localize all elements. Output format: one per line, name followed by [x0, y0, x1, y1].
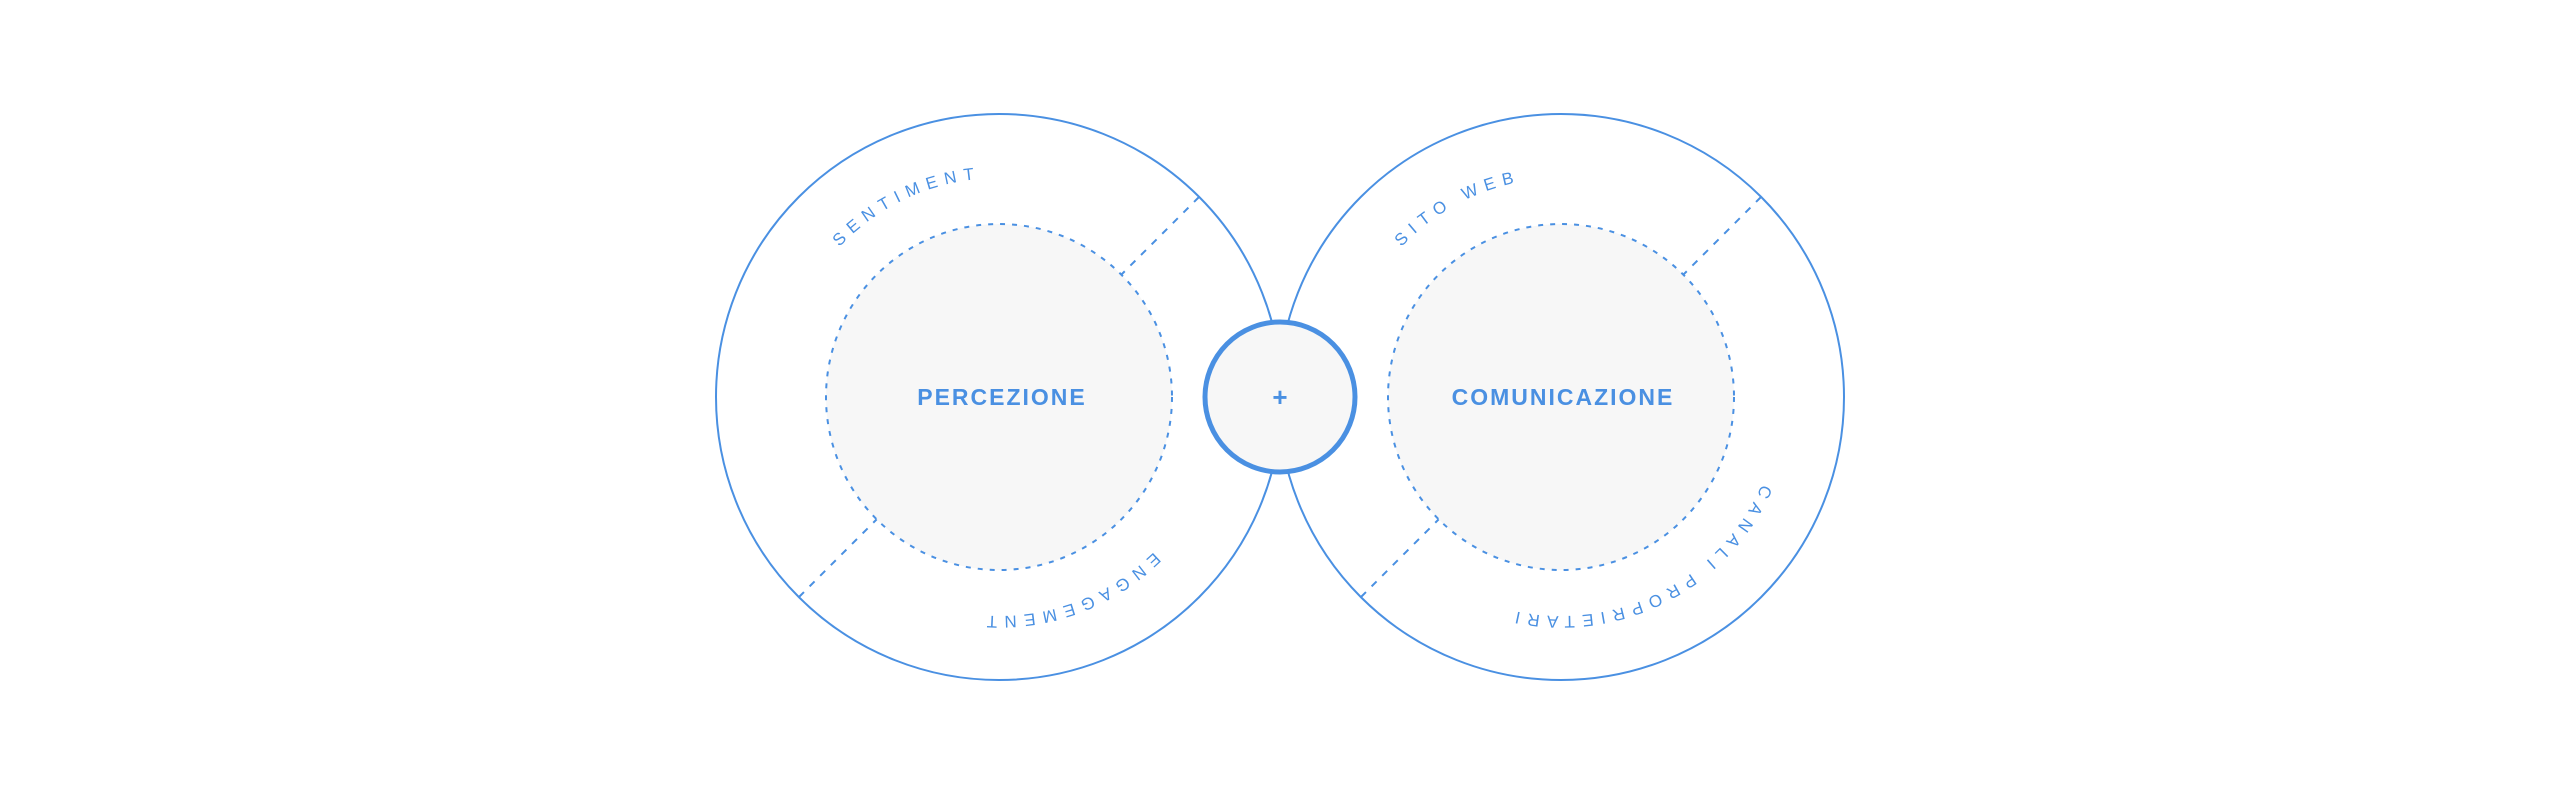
left-divider-top: [1120, 196, 1200, 276]
left-divider-bottom: [798, 518, 878, 598]
right-divider-bottom: [1360, 518, 1440, 598]
plus-icon: +: [1272, 382, 1287, 412]
center-circle: [1202, 319, 1358, 475]
left-title: PERCEZIONE: [917, 384, 1087, 410]
right-inner-circle: [1387, 223, 1735, 571]
right-divider-top: [1682, 196, 1762, 276]
right-title: COMUNICAZIONE: [1452, 384, 1675, 410]
right-circle-group: COMUNICAZIONE SITO WEB CANALI PROPRIETAR…: [1277, 113, 1845, 681]
left-inner-circle: [825, 223, 1173, 571]
left-circle-group: PERCEZIONE SENTIMENT ENGAGEMENT: [715, 113, 1283, 681]
center-hub: +: [1202, 319, 1358, 475]
